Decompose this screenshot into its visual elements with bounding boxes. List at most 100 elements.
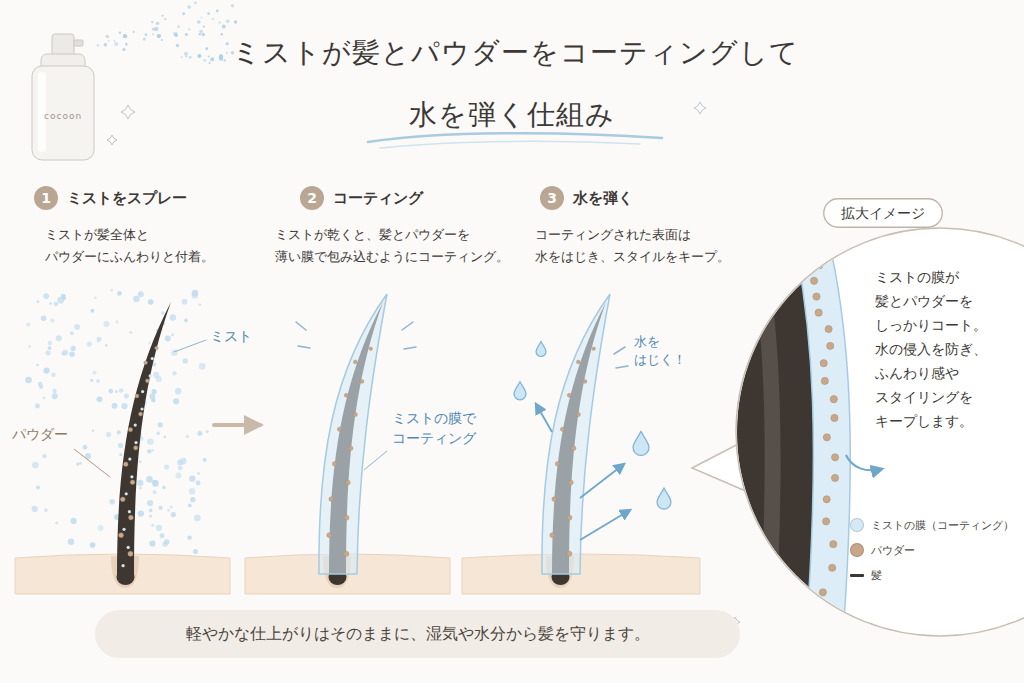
mist-droplets	[38, 382, 42, 386]
mist-droplets	[175, 388, 181, 394]
mist-droplets	[108, 389, 113, 394]
legend-swatch	[850, 543, 864, 557]
powder-dots	[344, 551, 349, 556]
mist-droplets	[119, 453, 122, 456]
mist-droplets	[139, 460, 142, 463]
powder-dots	[592, 347, 596, 351]
legend-row: 髪	[850, 564, 1014, 586]
mist-droplets	[171, 350, 177, 356]
mist-droplets	[43, 397, 46, 400]
zoom-illustration	[815, 309, 822, 316]
mist-droplets	[70, 518, 76, 524]
mist-droplets	[28, 345, 31, 348]
zoom-illustration	[831, 474, 838, 481]
spray-mist	[143, 37, 146, 40]
spray-mist	[201, 17, 203, 19]
motion-ticks	[404, 347, 416, 349]
powder-dots	[369, 347, 373, 351]
spray-mist	[216, 10, 219, 13]
powder-dots	[128, 551, 133, 556]
mist-droplets	[41, 316, 47, 322]
powder-dots	[134, 423, 137, 426]
mist-droplets	[188, 503, 192, 507]
powder-dots	[555, 462, 559, 466]
spray-mist	[207, 12, 210, 15]
mist-droplets	[190, 497, 195, 502]
powder-dots	[119, 533, 124, 538]
mist-droplets	[149, 540, 155, 546]
zoom-illustration	[735, 216, 850, 650]
mist-droplets	[105, 344, 108, 347]
mist-droplets	[194, 515, 201, 522]
step-circle	[300, 186, 324, 210]
step-description: ミストが乾くと、髪とパウダーを 薄い膜で包み込むようにコーティング。	[275, 224, 525, 268]
spray-mist	[234, 20, 237, 23]
sparkle-icons	[107, 135, 117, 145]
mist-droplets	[36, 486, 40, 490]
mist-droplets	[149, 514, 152, 517]
mist-droplets	[87, 341, 92, 346]
mist-droplets	[175, 473, 181, 479]
mist-droplets	[90, 542, 96, 548]
zoom-circle	[736, 228, 1024, 636]
mist-droplets	[90, 379, 93, 382]
powder-dots	[130, 475, 133, 478]
spray-mist	[186, 56, 188, 58]
zoom-illustration	[798, 216, 805, 223]
mist-droplets	[48, 341, 52, 345]
spray-mist	[203, 59, 206, 62]
zoom-illustration	[745, 220, 781, 650]
powder-dots	[120, 497, 125, 502]
title-box: ミストが髪とパウダーをコーティングして 水を弾く仕組み	[232, 22, 792, 146]
mist-droplets	[118, 443, 123, 448]
spray-mist	[152, 28, 155, 31]
title-swash	[368, 133, 662, 142]
powder-dots	[155, 346, 159, 350]
label-box: ミスト	[210, 326, 270, 346]
label-box: ミストが乾くと、髪とパウダーを 薄い膜で包み込むようにコーティング。	[275, 224, 525, 268]
spray-mist	[189, 56, 192, 59]
mist-droplets	[162, 486, 165, 489]
zoom-illustration	[830, 541, 837, 548]
spray-mist	[106, 35, 109, 38]
powder-dots	[149, 374, 152, 377]
powder-dots	[125, 492, 128, 495]
motion-ticks	[296, 322, 628, 368]
mist-droplets	[121, 403, 127, 409]
powder-dots	[353, 360, 357, 364]
powder-dots	[122, 528, 125, 531]
powder-dots	[567, 551, 572, 556]
mist-droplets	[71, 346, 76, 351]
powder-dots	[576, 413, 580, 417]
spray-mist	[185, 33, 188, 36]
spray-mist	[197, 54, 201, 58]
spray-mist	[221, 33, 224, 36]
zoom-illustration	[821, 377, 828, 384]
powder-dots	[349, 446, 353, 450]
mist-droplets	[54, 302, 58, 306]
coated-hair-strand	[319, 294, 387, 574]
mist-droplets	[97, 337, 102, 342]
hair-strand	[117, 302, 171, 575]
mist-droplets	[110, 289, 113, 292]
step-number: 2	[300, 186, 324, 210]
spray-mist	[194, 2, 196, 4]
mist-droplets	[90, 309, 94, 313]
spray-mist	[223, 59, 226, 62]
mist-droplets	[146, 476, 153, 483]
mist-droplets	[63, 297, 66, 300]
mist-droplets	[109, 499, 115, 505]
mist-droplets	[152, 480, 157, 485]
mist-droplets	[151, 524, 154, 527]
spray-mist	[119, 32, 121, 34]
mist-droplets	[61, 351, 65, 355]
legend-row: パウダー	[850, 539, 1014, 561]
mist-droplets	[52, 389, 56, 393]
mist-droplets	[117, 291, 122, 296]
title-swash	[380, 141, 640, 148]
mist-droplets	[103, 321, 109, 327]
zoom-illustration	[820, 360, 827, 367]
mist-droplets	[156, 525, 162, 531]
mist-droplets	[50, 319, 54, 323]
step-number: 3	[540, 186, 564, 210]
